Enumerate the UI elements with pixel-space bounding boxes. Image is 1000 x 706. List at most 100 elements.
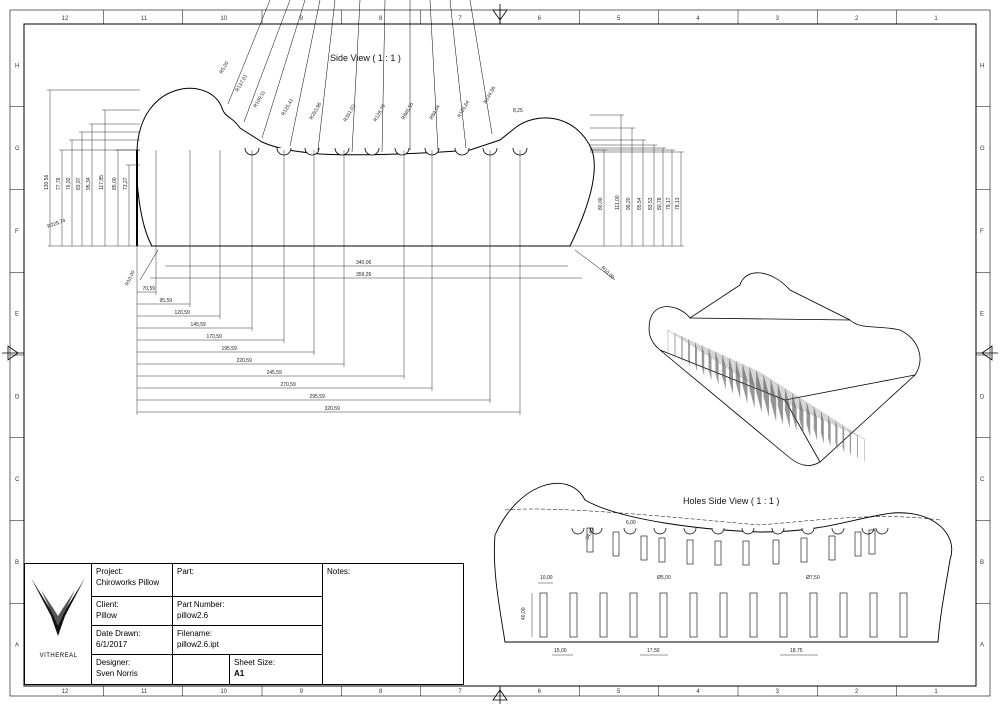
zone-number-top: 7 <box>458 16 462 22</box>
zone-number-bottom: 10 <box>220 689 227 695</box>
right-height-dimensions <box>570 114 684 247</box>
radius-leader <box>261 0 306 139</box>
holes-notch <box>741 527 755 535</box>
radius-leaders <box>227 0 493 153</box>
zone-number-top: 10 <box>220 16 227 22</box>
date-cell: Date Drawn: 6/1/2017 <box>92 626 173 655</box>
zone-number-bottom: 5 <box>617 689 621 695</box>
holes-view-label: Holes Side View ( 1 : 1 ) <box>683 496 779 506</box>
left-height-label: 73,27 <box>123 177 129 190</box>
sheet-size-cell: Sheet Size: A1 <box>230 655 323 685</box>
overall-dim-label: 359,26 <box>356 272 372 278</box>
iso-row-line <box>742 363 851 434</box>
company-logo: VITHEREAL <box>25 564 92 685</box>
client-cell: Client: Pillow <box>92 597 173 626</box>
radius-leader <box>429 0 439 151</box>
holes-bottom-slot <box>659 592 668 638</box>
holes-top-slot <box>714 540 722 566</box>
designer-label: Designer: <box>96 658 131 667</box>
zone-number-top: 2 <box>855 16 859 22</box>
groove-arcs <box>244 147 528 156</box>
right-height-label: 83,53 <box>648 197 654 210</box>
designer-cell: Designer: Sven Norris <box>92 655 173 685</box>
holes-bottom-slot <box>539 592 548 638</box>
iso-row-line <box>688 339 797 409</box>
groove-arc <box>304 147 320 156</box>
iso-row-line <box>756 370 865 440</box>
holes-top-slot <box>800 537 808 563</box>
blank-cell <box>173 655 230 685</box>
zone-number-top: 5 <box>617 16 621 22</box>
zone-number-bottom: 7 <box>458 689 462 695</box>
groove-arc <box>394 147 410 156</box>
logo-emblem-icon <box>31 578 85 636</box>
right-height-label: 80,00 <box>598 197 604 210</box>
position-dim-label: 95,59 <box>160 298 173 304</box>
right-height-label: 78,13 <box>675 197 681 210</box>
iso-row-line <box>708 348 817 418</box>
radius-label: R109,11 <box>253 90 268 109</box>
holes-dim-label: 40,00 <box>521 607 527 620</box>
holes-bottom-slot <box>899 592 908 638</box>
holes-bottom-slot <box>599 592 608 638</box>
zone-letter-right: F <box>980 229 984 235</box>
holes-top-slot <box>658 537 666 563</box>
radius-label: R137,01 <box>235 73 250 93</box>
holes-dim-label: 15,00 <box>554 648 567 654</box>
project-value: Chiroworks Pillow <box>96 578 160 587</box>
part-number-value: pillow2.6 <box>177 611 209 620</box>
iso-row-line <box>681 336 790 406</box>
right-height-label: 79,17 <box>666 197 672 210</box>
holes-notch <box>771 527 785 535</box>
holes-dim-label: 10,00 <box>540 575 553 581</box>
groove-arc <box>454 147 470 156</box>
right-height-label: 85,54 <box>637 197 643 210</box>
left-height-label: 95,34 <box>86 177 92 190</box>
position-dim-label: 295,59 <box>310 394 326 400</box>
zone-letter-left: H <box>15 63 19 69</box>
holes-dim-label: Ø7,50 <box>806 575 820 581</box>
holes-bottom-slot <box>809 592 818 638</box>
left-height-label: 130,56 <box>44 174 50 190</box>
project-label: Project: <box>96 567 124 576</box>
sheet-size-value: A1 <box>234 669 245 678</box>
zone-number-top: 9 <box>300 16 304 22</box>
holes-notch <box>711 527 725 535</box>
position-dim-label: 195,59 <box>222 346 238 352</box>
left-height-label: 117,85 <box>99 175 105 190</box>
position-labels: 340,06359,2670,5995,59120,59145,59170,59… <box>143 260 372 412</box>
holes-notch <box>623 527 637 535</box>
holes-bottom-slot <box>869 592 878 638</box>
holes-bottom-slot <box>689 592 698 638</box>
zone-letter-right: B <box>980 560 984 566</box>
radius-leader <box>449 0 467 149</box>
filename-label: Filename: <box>177 629 213 638</box>
holes-notch <box>831 527 845 535</box>
holes-bottom-slot <box>779 592 788 638</box>
project-cell: Project: Chiroworks Pillow <box>92 564 173 597</box>
holes-notch <box>571 527 585 535</box>
holes-top-slot <box>612 531 620 557</box>
groove-arc <box>364 147 380 156</box>
zone-number-bottom: 2 <box>855 689 859 695</box>
isometric-hole-grid <box>667 329 865 462</box>
holes-notch <box>875 527 889 535</box>
holes-top-slot <box>640 535 648 561</box>
zone-letter-left: A <box>15 643 19 649</box>
holes-notch <box>653 527 667 535</box>
zone-number-bottom: 8 <box>379 689 383 695</box>
centering-marks <box>2 4 998 704</box>
overall-dim-label: 340,06 <box>356 260 372 266</box>
holes-dim-label: 17,50 <box>647 648 660 654</box>
left-height-dimensions <box>47 89 160 247</box>
zone-letter-right: H <box>980 63 984 69</box>
holes-notch <box>683 527 697 535</box>
position-dim-label: 270,59 <box>281 382 297 388</box>
designer-value: Sven Norris <box>96 669 138 678</box>
position-dim-label: 70,59 <box>143 286 156 292</box>
holes-top-slot <box>854 531 862 557</box>
side-view-profile <box>136 87 595 247</box>
